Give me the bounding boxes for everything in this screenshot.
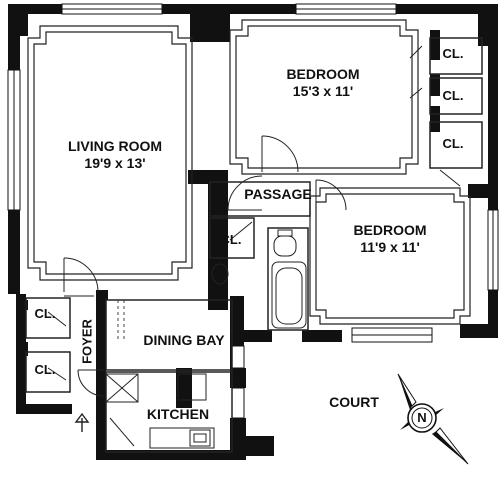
bedroom-1-name: BEDROOM xyxy=(286,66,360,82)
dining-divider xyxy=(117,300,125,342)
closet-label: CL. xyxy=(34,362,56,377)
inner-walls xyxy=(25,37,483,453)
living-room-name: LIVING ROOM xyxy=(67,138,163,154)
room-outlines xyxy=(27,19,471,325)
bath-fixtures xyxy=(211,229,307,329)
living-room-dims: 19'9 x 13' xyxy=(84,154,146,171)
kitchen-label: KITCHEN xyxy=(146,406,210,422)
court-label: COURT xyxy=(329,394,379,410)
closet-label: CL. xyxy=(442,136,464,151)
bedroom-2-dims: 11'9 x 11' xyxy=(360,238,420,255)
door-swings xyxy=(47,45,461,447)
living-room-label: LIVING ROOM 19'9 x 13' xyxy=(60,138,170,172)
bedroom-2-label: BEDROOM 11'9 x 11' xyxy=(340,222,440,256)
bedroom-1-dims: 15'3 x 11' xyxy=(292,82,354,99)
closet-label: CL. xyxy=(442,88,464,103)
foyer-label: FOYER xyxy=(79,319,95,364)
closet-label: CL. xyxy=(220,232,242,247)
closet-label: CL. xyxy=(34,306,56,321)
compass-icon xyxy=(397,373,469,465)
entrance-arrow-icon xyxy=(74,412,90,432)
compass-north-label: N xyxy=(417,410,427,425)
closet-label: CL. xyxy=(442,46,464,61)
passage-label: PASSAGE xyxy=(244,186,312,202)
windows xyxy=(7,3,499,419)
dining-bay-label: DINING BAY xyxy=(143,332,225,348)
bedroom-2-name: BEDROOM xyxy=(353,222,427,238)
kitchen-fixtures xyxy=(105,373,215,449)
bedroom-1-label: BEDROOM 15'3 x 11' xyxy=(268,66,378,100)
